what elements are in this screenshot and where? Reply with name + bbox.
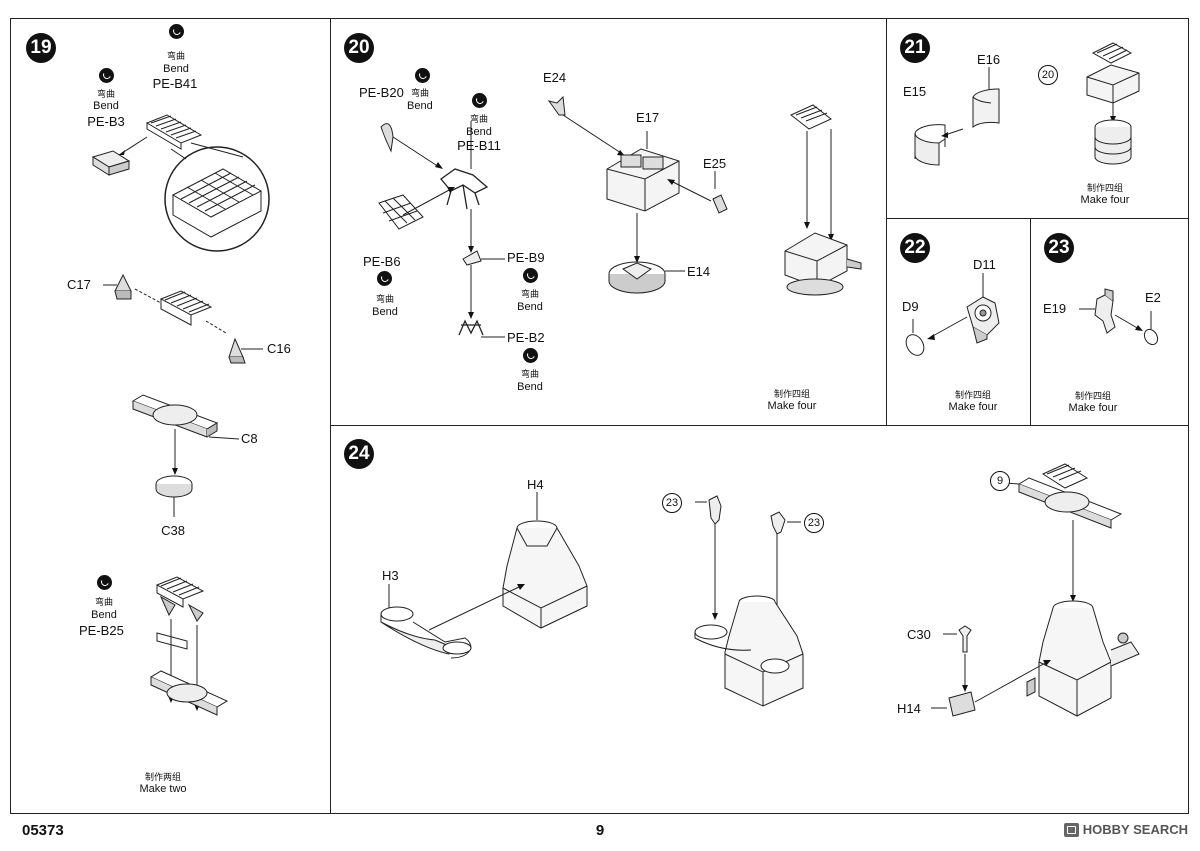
- part-label-e19: E19: [1043, 301, 1067, 316]
- make-count-cn: 制作四组: [1086, 183, 1124, 193]
- step-23-number: 23: [1044, 233, 1074, 263]
- bend-arrow-icon: [523, 268, 538, 283]
- make-count-en: Make four: [1080, 194, 1130, 206]
- part-label-d11: D11: [973, 257, 996, 272]
- part-label-e2: E2: [1145, 290, 1161, 305]
- part-label-pe-b11: PE-B11: [457, 138, 501, 153]
- step-21-number: 21: [900, 33, 930, 63]
- make-count-en: Make four: [1068, 402, 1118, 414]
- bend-label-cn: 弯曲: [94, 597, 114, 607]
- part-label-c38: C38: [161, 523, 185, 538]
- part-label-e24: E24: [543, 70, 567, 85]
- part-label-pe-b41: PE-B41: [152, 76, 198, 91]
- step-23-panel: 23 E19 E2 制作四组 Make four: [1030, 218, 1189, 426]
- make-count-cn: 制作两组: [144, 772, 182, 782]
- step-20-number: 20: [344, 33, 374, 63]
- bend-label-en: Bend: [91, 609, 117, 621]
- step-20-illustration: [378, 95, 862, 338]
- bend-label-cn: 弯曲: [520, 289, 540, 299]
- make-count-en: Make two: [139, 783, 187, 795]
- part-label-e15: E15: [903, 84, 927, 99]
- bend-label-en: Bend: [372, 306, 398, 318]
- part-label-pe-b9: PE-B9: [507, 250, 545, 265]
- bend-label-cn: 弯曲: [96, 89, 116, 99]
- bend-arrow-icon: [415, 68, 430, 83]
- watermark-text: HOBBY SEARCH: [1082, 822, 1188, 837]
- bend-arrow-icon: [472, 93, 487, 108]
- part-label-d9: D9: [902, 299, 919, 314]
- part-label-c8: C8: [241, 431, 258, 446]
- bend-label-en: Bend: [466, 126, 492, 138]
- bend-label-en: Bend: [93, 100, 119, 112]
- bend-label-cn: 弯曲: [375, 294, 395, 304]
- step-24-panel: 24: [330, 425, 1189, 814]
- step-reference-23: 23: [804, 513, 824, 533]
- watermark-logo-icon: [1063, 822, 1079, 837]
- step-22-illustration: [905, 273, 1000, 356]
- bend-arrow-icon: [169, 24, 184, 39]
- part-label-h3: H3: [382, 568, 399, 583]
- part-label-pe-b20: PE-B20: [359, 85, 404, 100]
- bend-label-en: Bend: [517, 301, 543, 313]
- bend-arrow-icon: [97, 575, 112, 590]
- part-label-pe-b25: PE-B25: [79, 623, 124, 638]
- step-reference-23: 23: [662, 493, 682, 513]
- part-label-pe-b6: PE-B6: [363, 254, 401, 269]
- step-24-illustration: [380, 463, 1140, 717]
- kit-code: 05373: [22, 822, 64, 839]
- make-count-cn: 制作四组: [1074, 391, 1112, 401]
- part-label-h14: H14: [897, 701, 921, 716]
- watermark: HOBBY SEARCH: [1063, 822, 1188, 837]
- step-23-illustration: [1079, 288, 1159, 346]
- step-reference-9: 9: [990, 471, 1010, 491]
- bend-label-en: Bend: [517, 381, 543, 393]
- bend-label-cn: 弯曲: [411, 88, 430, 98]
- step-20-panel: 20: [330, 18, 887, 426]
- bend-arrow-icon: [377, 271, 392, 286]
- part-label-e25: E25: [703, 156, 727, 171]
- step-21-illustration: [914, 42, 1140, 166]
- make-count-cn: 制作四组: [954, 390, 992, 400]
- bend-label-en: Bend: [407, 100, 433, 112]
- part-label-e16: E16: [977, 52, 1001, 67]
- make-count-en: Make four: [948, 401, 998, 413]
- bend-arrow-icon: [523, 348, 538, 363]
- make-count-en: Make four: [767, 400, 817, 412]
- step-19-panel: 19: [10, 18, 331, 814]
- part-label-c17: C17: [67, 277, 91, 292]
- step-24-number: 24: [344, 439, 374, 469]
- bend-arrow-icon: [99, 68, 114, 83]
- part-label-e14: E14: [687, 264, 711, 279]
- part-label-c30: C30: [907, 627, 931, 642]
- bend-label-cn: 弯曲: [520, 369, 540, 379]
- bend-label-cn: 弯曲: [166, 51, 186, 61]
- page-number: 9: [595, 822, 605, 839]
- step-22-panel: 22 D11 D9 制作四组 Make four: [886, 218, 1031, 426]
- bend-label-cn: 弯曲: [469, 114, 489, 124]
- step-reference-20: 20: [1038, 65, 1058, 85]
- step-19-illustration: [91, 114, 270, 716]
- part-label-pe-b2: PE-B2: [507, 330, 545, 345]
- part-label-pe-b3: PE-B3: [87, 114, 125, 129]
- step-22-number: 22: [900, 233, 930, 263]
- part-label-h4: H4: [527, 477, 544, 492]
- bend-label-en: Bend: [163, 63, 189, 75]
- step-21-panel: 21 E15 E16 20 制作四组 Make four: [886, 18, 1189, 219]
- part-label-c16: C16: [267, 341, 291, 356]
- make-count-cn: 制作四组: [773, 389, 811, 399]
- part-label-e17: E17: [636, 110, 660, 125]
- step-19-number: 19: [26, 33, 56, 63]
